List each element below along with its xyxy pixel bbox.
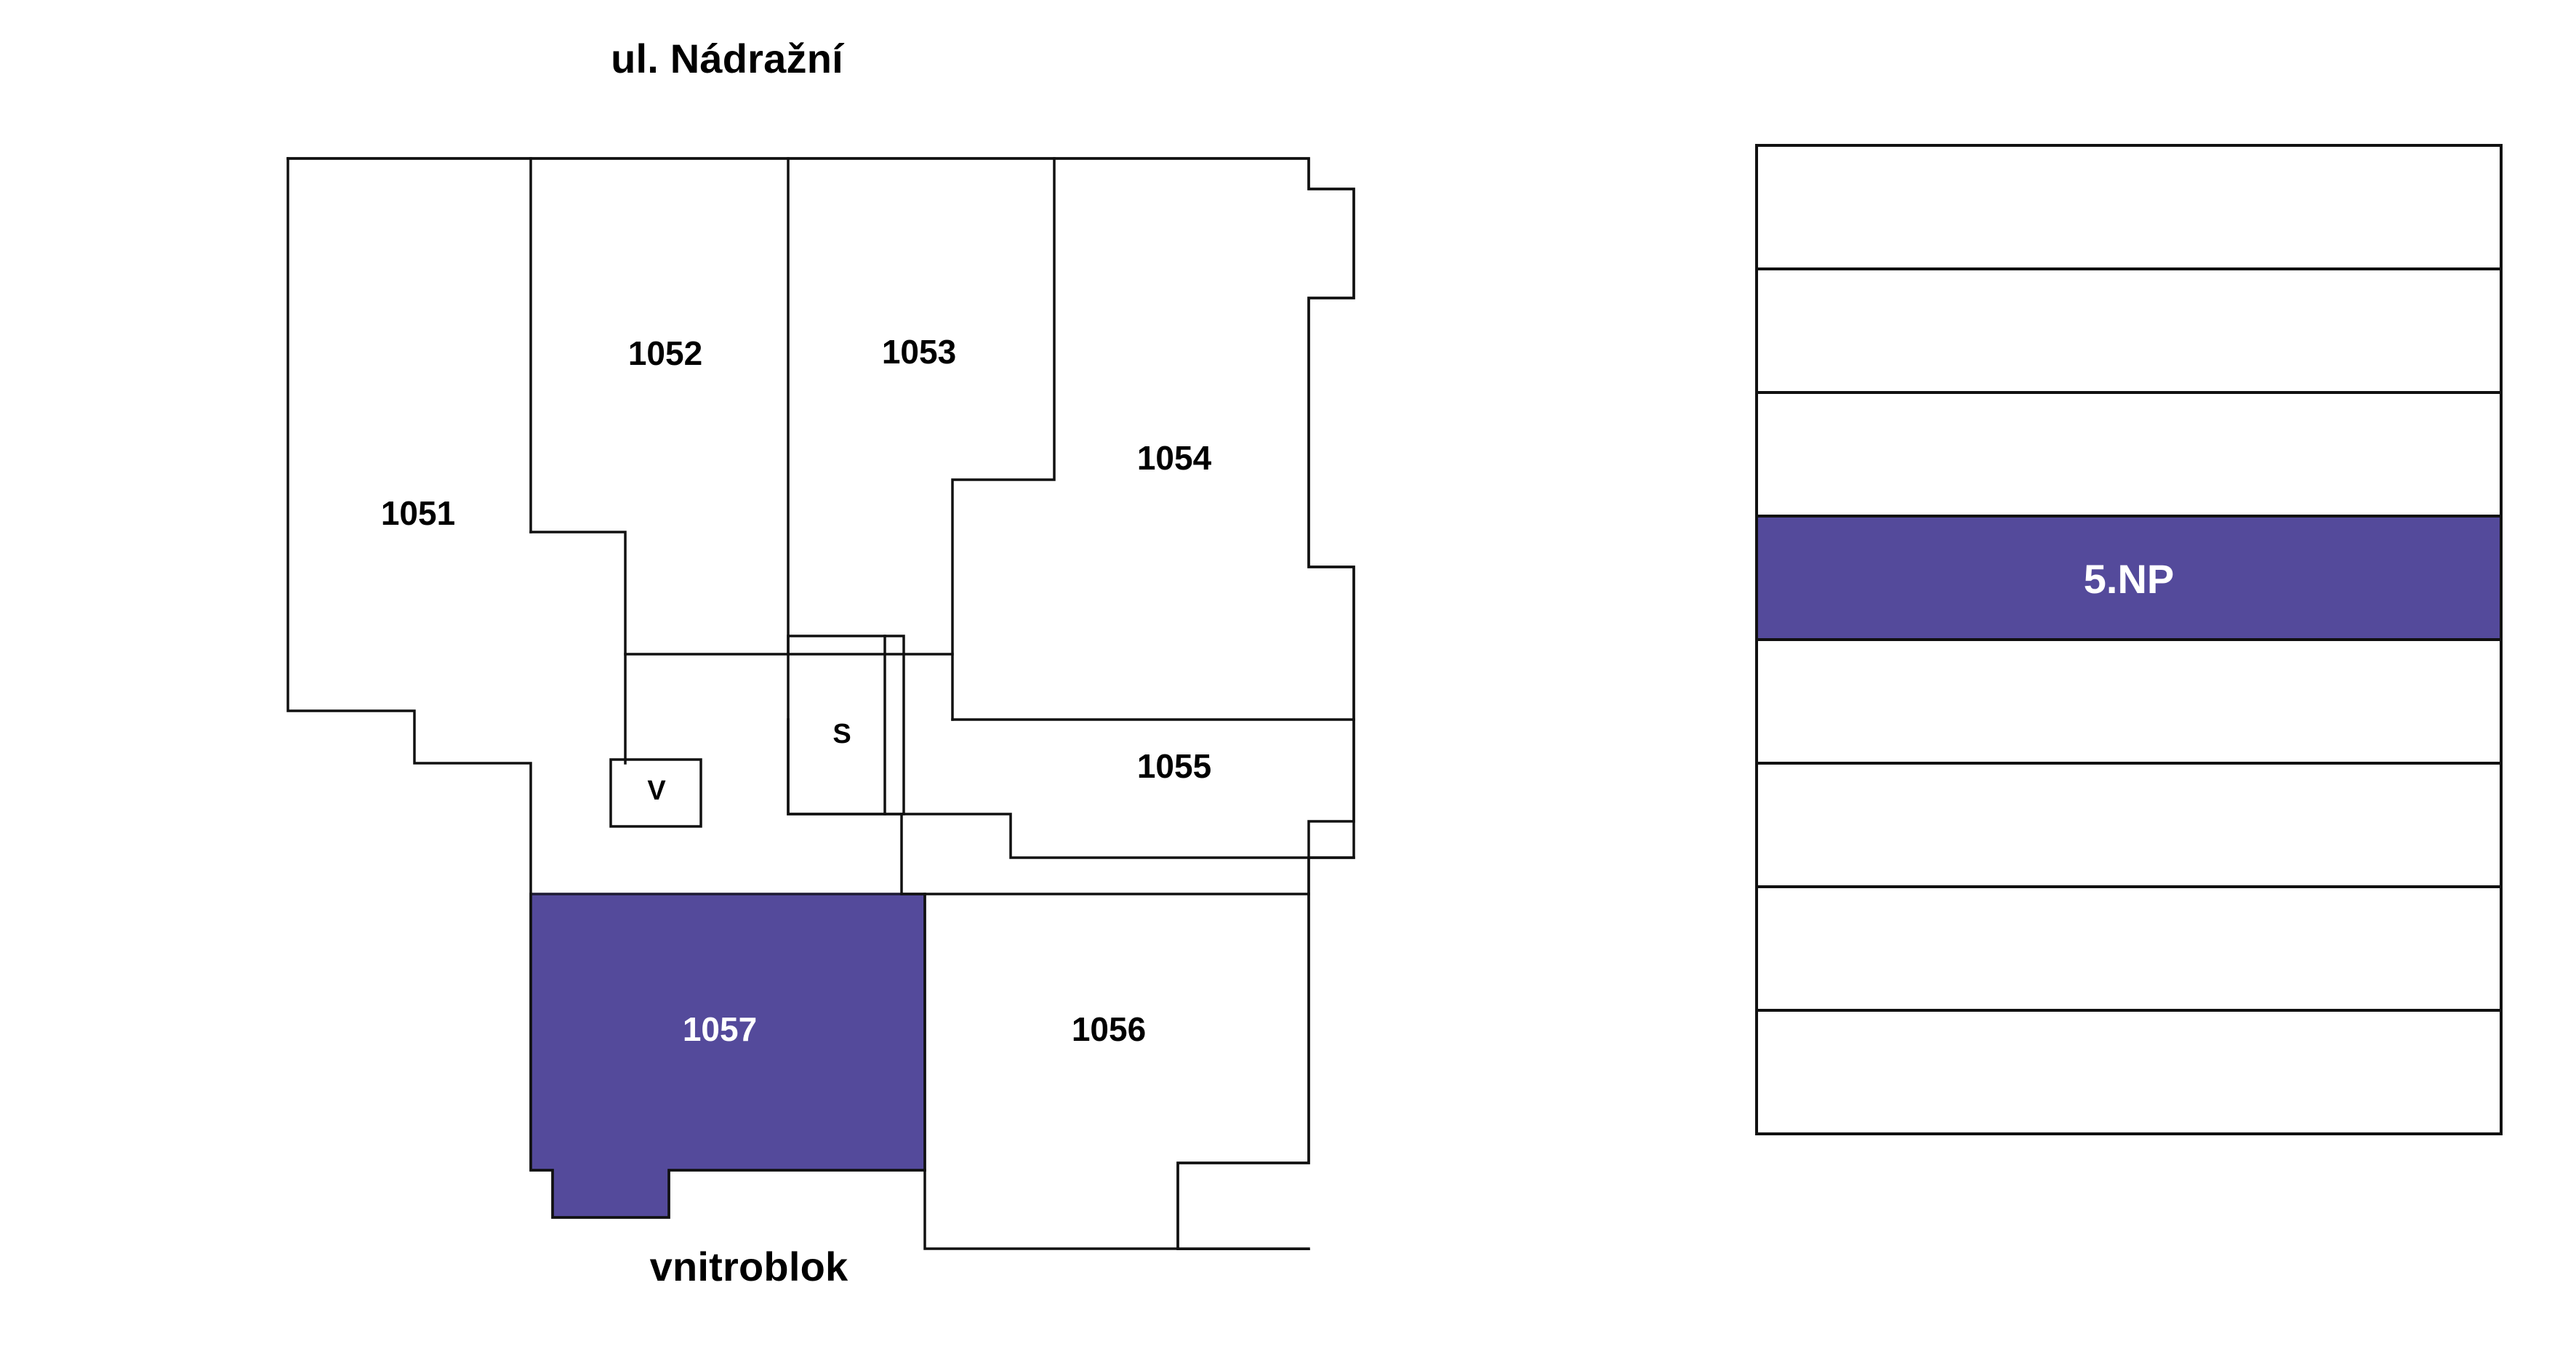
floor-row-2[interactable]: [1755, 391, 2503, 518]
floor-row-1[interactable]: [1755, 267, 2503, 394]
unit-label-1054[interactable]: 1054: [1137, 439, 1212, 477]
unit-label-1052[interactable]: 1052: [628, 334, 702, 372]
wall-1051-lower: [529, 531, 627, 765]
wall-corridor-lower: [900, 813, 1310, 895]
floorplan-svg: 1051 1052 1053 1054 1055 1056 1057 S V: [286, 157, 1355, 1250]
floor-row-4[interactable]: [1755, 638, 2503, 765]
unit-label-1056[interactable]: 1056: [1072, 1010, 1146, 1048]
floor-row-7[interactable]: [1755, 1009, 2503, 1135]
core-shape-stairs: [787, 635, 905, 816]
street-label-top: ul. Nádražní: [611, 36, 843, 81]
core-label-elevator: V: [647, 776, 666, 806]
unit-label-1053[interactable]: 1053: [882, 333, 956, 371]
core-shape-elevator: [609, 758, 702, 828]
floor-row-0[interactable]: [1755, 144, 2503, 270]
wall-1053-1054: [951, 157, 1056, 721]
building-outline-left: [286, 157, 1179, 1250]
floor-row-6[interactable]: [1755, 885, 2503, 1012]
unit-label-1051[interactable]: 1051: [381, 494, 455, 532]
floor-stack-selector: 5.NP: [1755, 144, 2503, 1135]
building-outline-main: [286, 157, 1355, 1250]
unit-label-1055[interactable]: 1055: [1137, 747, 1211, 785]
wall-1055-block: [787, 718, 1355, 859]
floor-row-3-active[interactable]: [1755, 515, 2503, 641]
street-label-bottom: vnitroblok: [649, 1244, 848, 1289]
floor-label-active[interactable]: 5.NP: [2084, 556, 2175, 602]
core-label-stairs: S: [832, 719, 851, 749]
floor-row-5[interactable]: [1755, 762, 2503, 888]
unit-label-1057[interactable]: 1057: [683, 1010, 757, 1048]
